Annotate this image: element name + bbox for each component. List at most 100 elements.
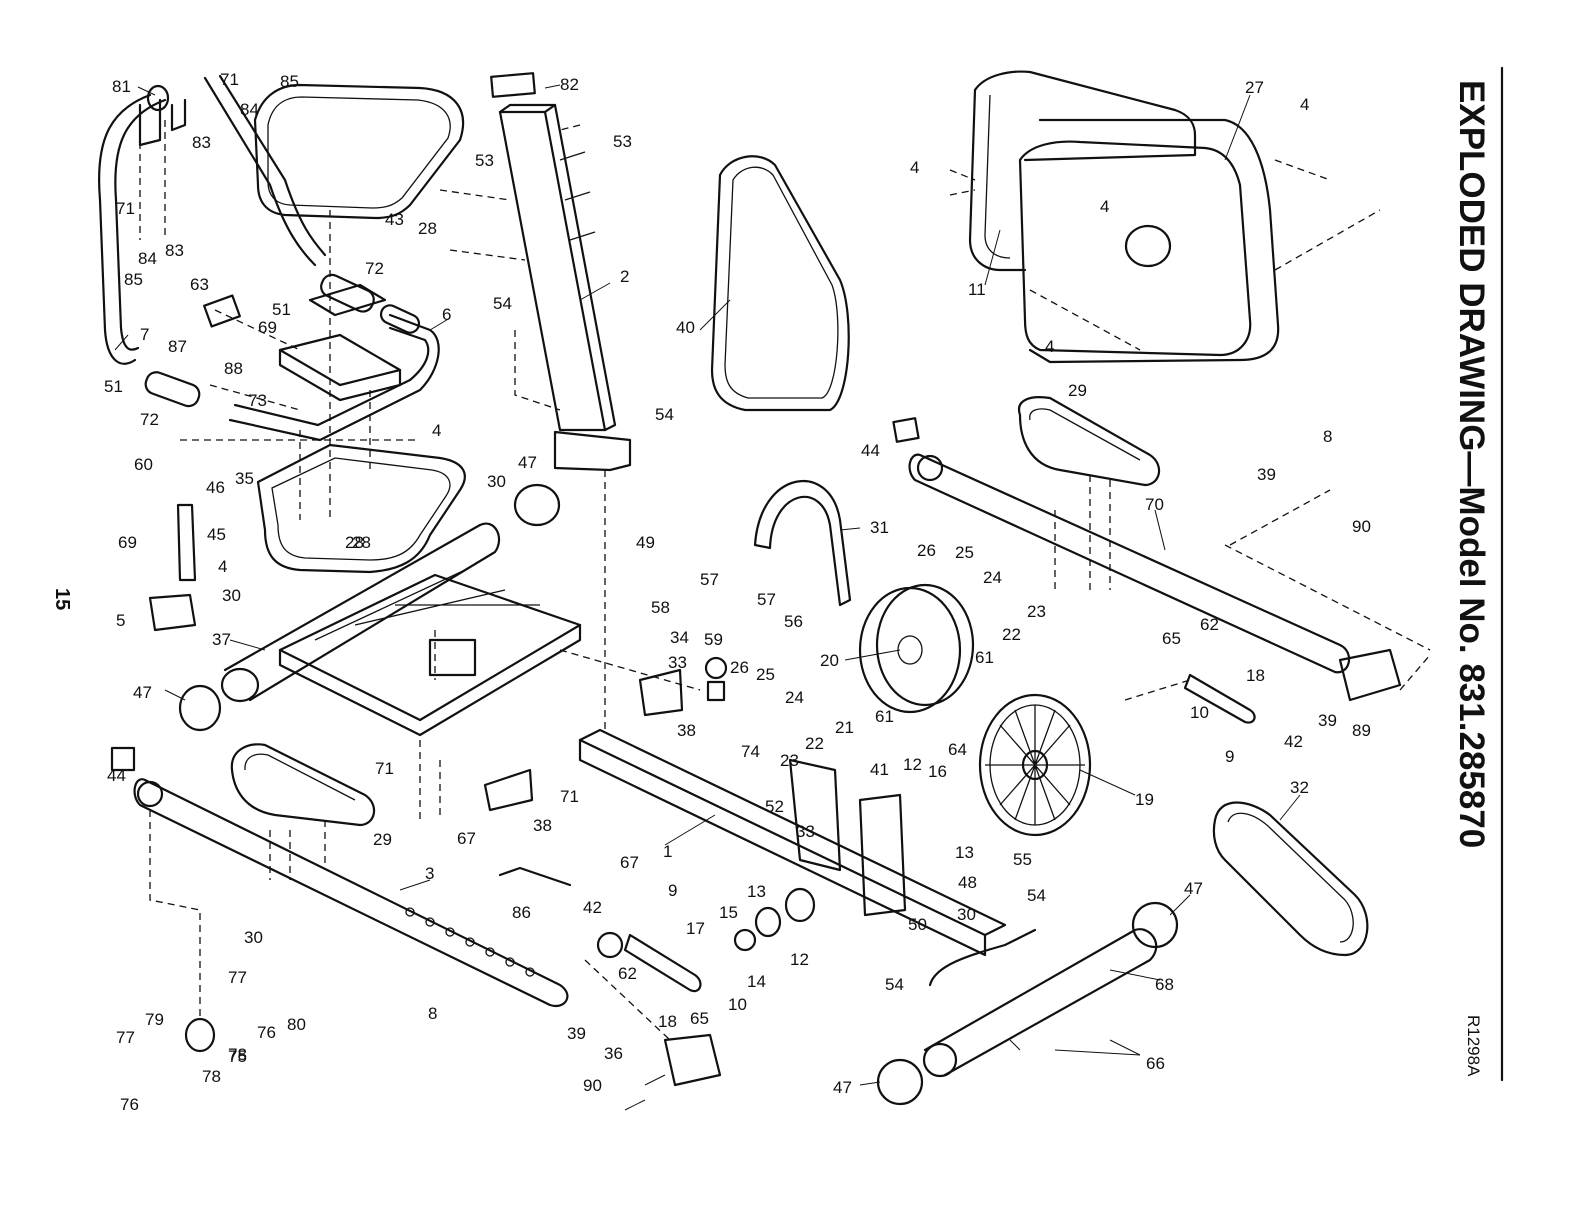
part-callout: 51: [272, 300, 291, 319]
part-callout: 71: [375, 759, 394, 778]
part-callout: 78: [202, 1067, 221, 1086]
backrest-pad: [710, 155, 850, 412]
part-callout: 57: [700, 570, 719, 589]
part-callout: 59: [704, 630, 723, 649]
part-callout: 74: [741, 742, 760, 761]
wheel-upper: [513, 483, 561, 527]
part-callout: 4: [218, 557, 227, 576]
part-callout: 45: [207, 525, 226, 544]
part-callout: 33: [668, 653, 687, 672]
part-callout: 4: [432, 421, 441, 440]
part-callout: 30: [487, 472, 506, 491]
part-callout: 90: [1352, 517, 1371, 536]
part-callout: 29: [373, 830, 392, 849]
part-callout: 9: [668, 881, 677, 900]
part-callout: 18: [658, 1012, 677, 1031]
part-callout: 61: [875, 707, 894, 726]
page-title: EXPLODED DRAWING—Model No. 831.285870: [1452, 80, 1491, 848]
part-callout: 27: [1245, 78, 1264, 97]
part-callout: 76: [120, 1095, 139, 1114]
pulley: [858, 583, 975, 714]
part-callout: 54: [885, 975, 904, 994]
part-callout: 44: [107, 766, 126, 785]
part-callout: 30: [244, 928, 263, 947]
part-callout: 10: [728, 995, 747, 1014]
part-callout: 4: [1300, 95, 1309, 114]
part-callout: 26: [917, 541, 936, 560]
part-callout: 35: [235, 469, 254, 488]
part-callout: 54: [655, 405, 674, 424]
part-callout: 71: [220, 70, 239, 89]
part-callout: 62: [618, 964, 637, 983]
flywheel: [978, 693, 1092, 837]
part-callout: 65: [690, 1009, 709, 1028]
upright-post: [490, 72, 632, 472]
part-callout: 86: [512, 903, 531, 922]
part-callout: 81: [112, 77, 131, 96]
part-callout: 49: [636, 533, 655, 552]
part-callout: 31: [870, 518, 889, 537]
part-callout: 84: [240, 100, 259, 119]
crank-and-linkage: [184, 673, 1256, 1087]
part-callout: 13: [747, 882, 766, 901]
seat-cushion: [253, 83, 465, 220]
part-callout: 48: [958, 873, 977, 892]
part-callout: 41: [870, 760, 889, 779]
part-callout: 56: [784, 612, 803, 631]
part-callout: 22: [805, 734, 824, 753]
part-callout: 58: [651, 598, 670, 617]
part-callout: 79: [145, 1010, 164, 1029]
part-callout: 26: [730, 658, 749, 677]
part-callout: 53: [475, 151, 494, 170]
part-callout: 40: [676, 318, 695, 337]
part-callout: 15: [719, 903, 738, 922]
main-frame: [578, 728, 1037, 987]
part-callout: 44: [861, 441, 880, 460]
part-callout: 34: [670, 628, 689, 647]
part-callout: 67: [457, 829, 476, 848]
part-callout: 7: [140, 325, 149, 344]
part-callout: 77: [116, 1028, 135, 1047]
part-callout: 42: [583, 898, 602, 917]
part-callout: 6: [442, 305, 451, 324]
part-callout: 90: [583, 1076, 602, 1095]
part-callout: 54: [493, 294, 512, 313]
part-callout: 47: [518, 453, 537, 472]
part-callout: 76: [257, 1023, 276, 1042]
part-callout: 78: [228, 1045, 247, 1064]
part-callout: 75: [228, 1047, 247, 1066]
part-callout: 3: [425, 864, 434, 883]
part-callout: 54: [1027, 886, 1046, 905]
part-callout: 38: [677, 721, 696, 740]
part-callout: 19: [1135, 790, 1154, 809]
part-callout: 4: [1100, 197, 1109, 216]
part-callout: 9: [1225, 747, 1234, 766]
part-callout: 36: [604, 1044, 623, 1063]
part-callout: 42: [1284, 732, 1303, 751]
part-callout: 25: [756, 665, 775, 684]
part-callout: 73: [248, 391, 267, 410]
part-callout: 70: [1145, 495, 1164, 514]
part-callout: 4: [1045, 337, 1054, 356]
part-callout: 1: [663, 842, 672, 861]
part-callout: 28: [345, 533, 364, 552]
part-callout: 83: [165, 241, 184, 260]
part-callout: 72: [140, 410, 159, 429]
part-callout: 46: [206, 478, 225, 497]
part-callout: 55: [1013, 850, 1032, 869]
part-callout: 53: [613, 132, 632, 151]
part-callout: 68: [1155, 975, 1174, 994]
part-callout: 29: [1068, 381, 1087, 400]
part-callout: 69: [118, 533, 137, 552]
part-callout: 72: [365, 259, 384, 278]
part-callout: 71: [560, 787, 579, 806]
part-callout: 39: [567, 1024, 586, 1043]
part-callout: 20: [820, 651, 839, 670]
part-callout: 24: [983, 568, 1002, 587]
assembly-guide-lines: [139, 120, 1431, 1041]
part-callout: 30: [222, 586, 241, 605]
left-pedal-rail: [110, 743, 569, 1008]
part-callout: 71: [116, 199, 135, 218]
part-callout: 43: [385, 210, 404, 229]
